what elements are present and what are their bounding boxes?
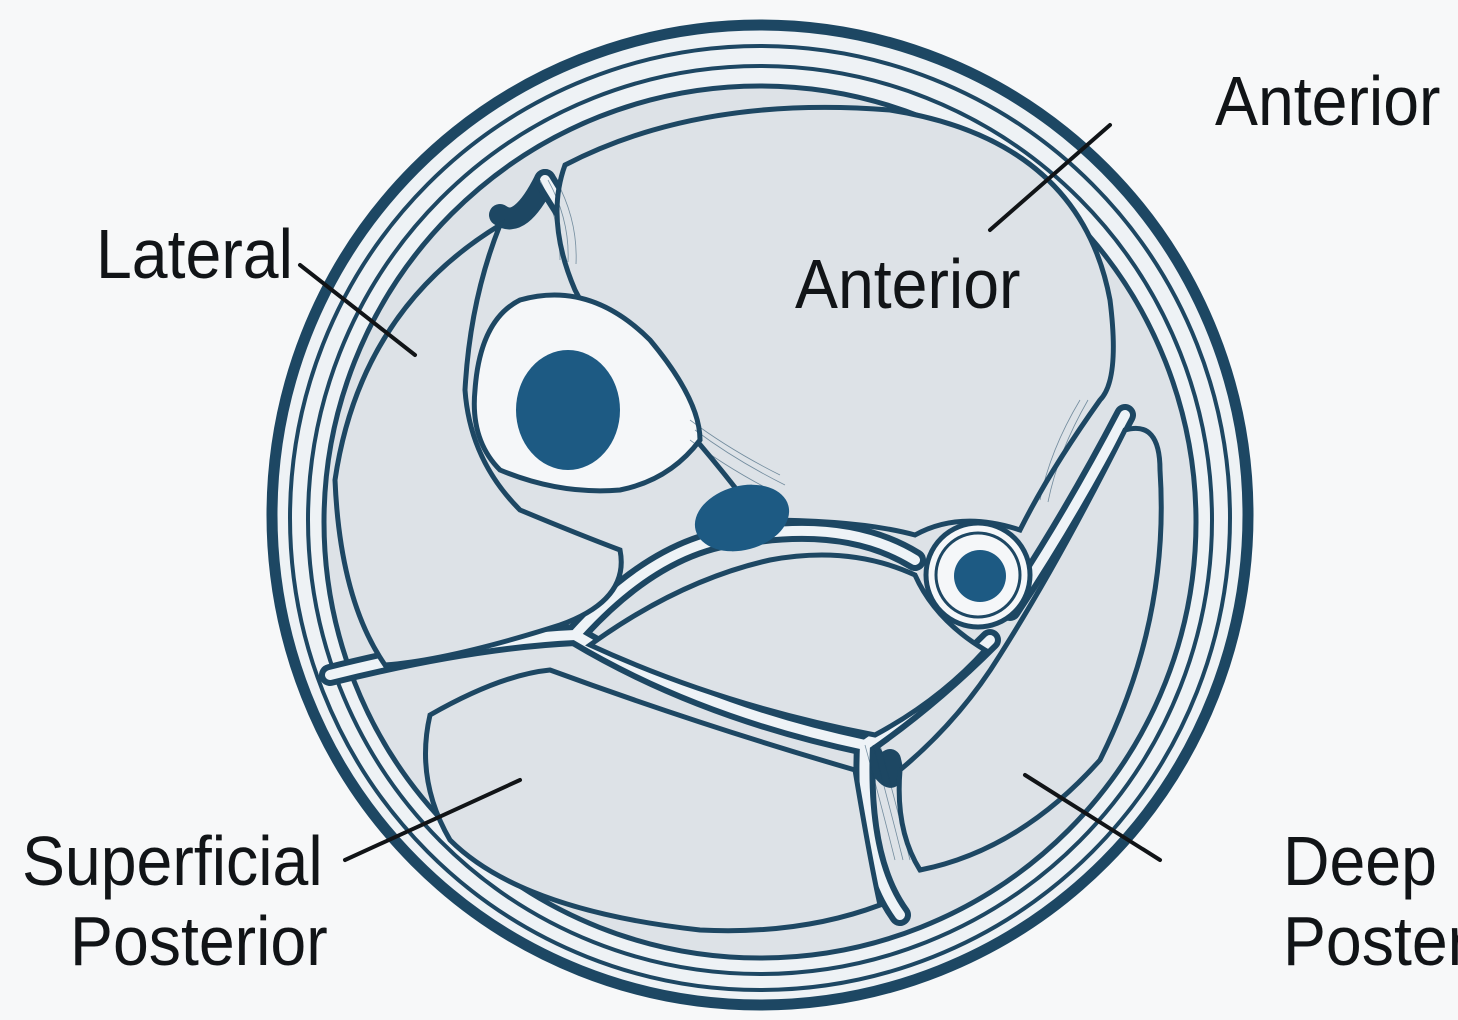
label-posterior-right: Posterior bbox=[1283, 903, 1458, 981]
label-anterior-inner: Anterior bbox=[795, 246, 1020, 324]
label-superficial: Superficial bbox=[22, 823, 323, 901]
label-lateral: Lateral bbox=[96, 216, 293, 294]
fibula-bone bbox=[954, 550, 1006, 602]
label-deep: Deep bbox=[1283, 823, 1437, 901]
label-posterior-left: Posterior bbox=[70, 903, 328, 981]
tibia-bone bbox=[516, 350, 620, 470]
label-anterior-outer: Anterior bbox=[1215, 63, 1440, 141]
